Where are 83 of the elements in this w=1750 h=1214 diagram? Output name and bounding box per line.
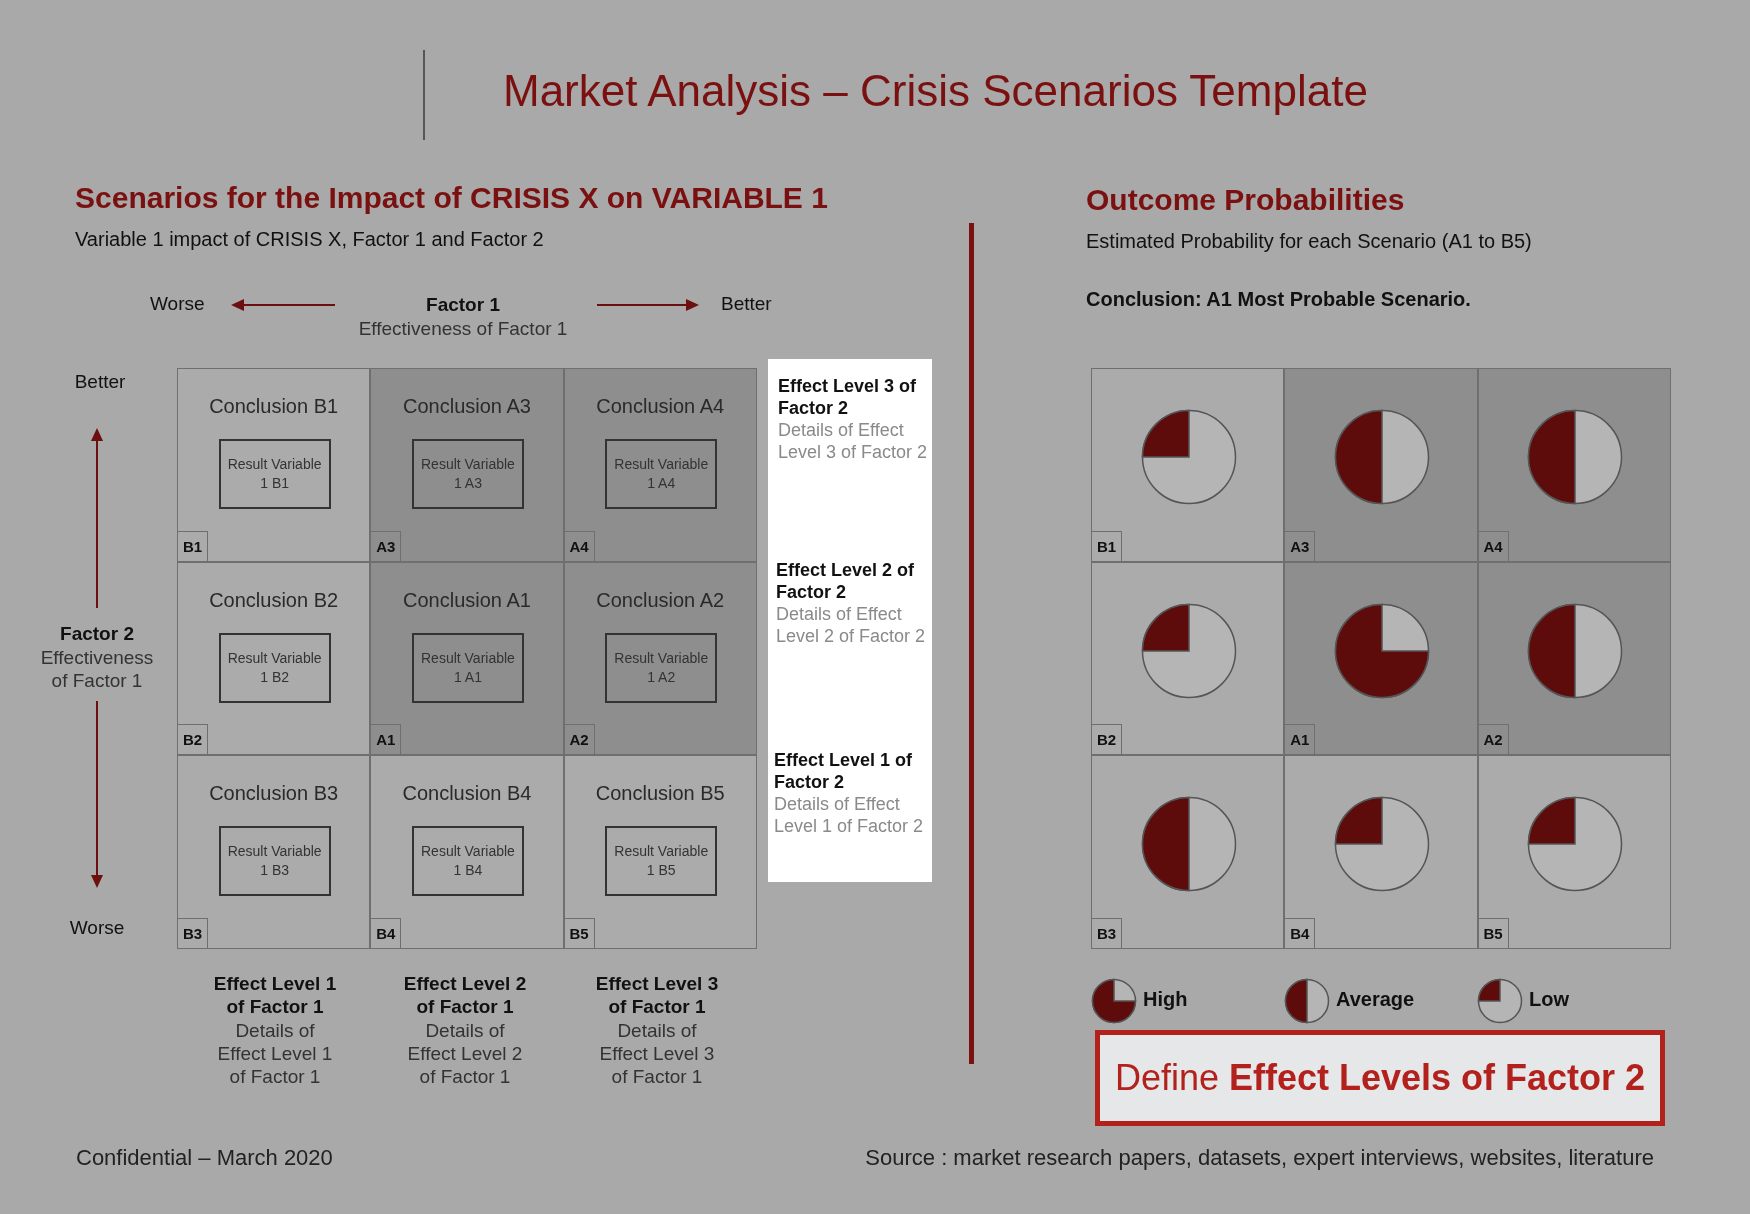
result-box: Result Variable 1 B3	[218, 826, 331, 897]
cell-label: B2	[178, 724, 208, 755]
effect-level-details: Details of Effect Level 1 of Factor 1	[216, 1019, 334, 1088]
callout-text: Define Effect Levels of Factor 2	[1114, 1057, 1646, 1099]
result-box: Result Variable 1 A1	[411, 632, 524, 703]
effect-level-heading: Effect Level 3 of Factor 2	[778, 375, 918, 419]
scenario-cell	[563, 561, 757, 756]
legend-label: Average	[1336, 988, 1415, 1011]
cell-label: B1	[1092, 530, 1122, 561]
axis-title: Factor 2	[59, 622, 135, 645]
conclusion-text: Conclusion A4	[595, 395, 726, 418]
axis-end-label: Worse	[68, 916, 126, 939]
axis-end-label: Better	[721, 292, 772, 315]
conclusion-text: Conclusion A3	[402, 395, 532, 418]
result-box: Result Variable 1 B2	[218, 632, 331, 703]
legend-label: Low	[1529, 988, 1569, 1011]
result-box: Result Variable 1 B5	[605, 826, 718, 897]
conclusion-text: Conclusion B5	[594, 782, 726, 806]
source-text: Source : market research papers, datasets, expert interviews, websites, literature	[865, 1145, 1654, 1171]
result-box: Result Variable 1 A2	[605, 632, 718, 703]
conclusion-text: Conclusion B4	[401, 782, 533, 806]
cell-label: B4	[1285, 918, 1316, 949]
section-heading: Scenarios for the Impact of CRISIS X on VARIABLE 1	[75, 180, 828, 216]
scenario-cell	[370, 561, 564, 756]
cell-label: A3	[1285, 530, 1316, 561]
subtitle-text: Variable 1 impact of CRISIS X, Factor 1 and Factor 2	[75, 227, 544, 251]
scenario-cell	[1091, 755, 1285, 950]
scenario-cell	[1091, 368, 1285, 562]
effect-level-details: Details of Effect Level 3 of Factor 2	[778, 419, 928, 463]
scenario-cell	[1091, 561, 1285, 756]
scenario-cell	[1477, 755, 1671, 950]
conclusion-text: Conclusion A1	[402, 588, 532, 612]
scenario-cell	[1284, 755, 1478, 950]
cell-label: B3	[178, 918, 208, 949]
effect-level-heading: Effect Level 2 of Factor 2	[776, 559, 916, 603]
cell-label: A4	[1478, 530, 1509, 561]
scenario-cell	[1477, 561, 1671, 756]
scenario-cell	[563, 368, 757, 562]
scenario-cell	[177, 755, 371, 950]
scenario-cell	[1284, 561, 1478, 756]
scenario-cell	[370, 368, 564, 562]
conclusion-text: Conclusion: A1 Most Probable Scenario.	[1086, 287, 1471, 311]
result-box: Result Variable 1 A4	[605, 439, 718, 509]
scenario-cell	[1477, 368, 1671, 562]
page-title: Market Analysis – Crisis Scenarios Template	[503, 66, 1368, 116]
callout-box	[1095, 1030, 1665, 1126]
panel-background	[768, 359, 932, 882]
effect-level-heading: Effect Level 1 of Factor 2	[774, 749, 914, 793]
effect-level-heading: Effect Level 3 of Factor 1	[594, 972, 720, 1018]
effect-level-heading: Effect Level 1 of Factor 1	[212, 972, 338, 1018]
section-heading: Outcome Probabilities	[1086, 182, 1405, 218]
legend-label: High	[1143, 988, 1188, 1011]
effect-level-details: Details of Effect Level 1 of Factor 2	[774, 793, 924, 837]
effect-level-details: Details of Effect Level 2 of Factor 2	[776, 603, 926, 647]
cell-label: A1	[1285, 724, 1316, 755]
scenario-cell	[563, 755, 757, 950]
scenario-cell	[177, 368, 371, 562]
effect-level-heading: Effect Level 2 of Factor 1	[402, 972, 528, 1018]
conclusion-text: Conclusion B2	[208, 588, 340, 612]
axis-title: Factor 1	[425, 293, 501, 316]
scenario-cell	[1284, 368, 1478, 562]
scenario-cell	[370, 755, 564, 950]
conclusion-text: Conclusion B3	[208, 782, 340, 806]
cell-label: B3	[1092, 918, 1122, 949]
cell-label: B4	[371, 918, 402, 949]
result-box: Result Variable 1 B4	[411, 826, 524, 897]
cell-label: B5	[1478, 918, 1509, 949]
footer-text: Confidential – March 2020	[76, 1145, 333, 1171]
effect-level-details: Details of Effect Level 3 of Factor 1	[598, 1019, 716, 1088]
subtitle-text: Estimated Probability for each Scenario (A1 to B5)	[1086, 229, 1532, 253]
cell-label: B2	[1092, 724, 1122, 755]
axis-subtitle: Effectiveness of Factor 1	[357, 317, 569, 340]
axis-subtitle: Effectiveness of Factor 1	[39, 646, 155, 692]
axis-end-label: Worse	[150, 292, 205, 315]
conclusion-text: Conclusion B1	[208, 395, 340, 418]
scenario-cell	[177, 561, 371, 756]
effect-level-details: Details of Effect Level 2 of Factor 1	[406, 1019, 524, 1088]
conclusion-text: Conclusion A2	[595, 588, 726, 612]
result-box: Result Variable 1 A3	[411, 439, 524, 509]
result-box: Result Variable 1 B1	[218, 439, 331, 509]
cell-label: A2	[1478, 724, 1509, 755]
cell-label: A1	[371, 724, 402, 755]
axis-end-label: Better	[73, 370, 127, 393]
